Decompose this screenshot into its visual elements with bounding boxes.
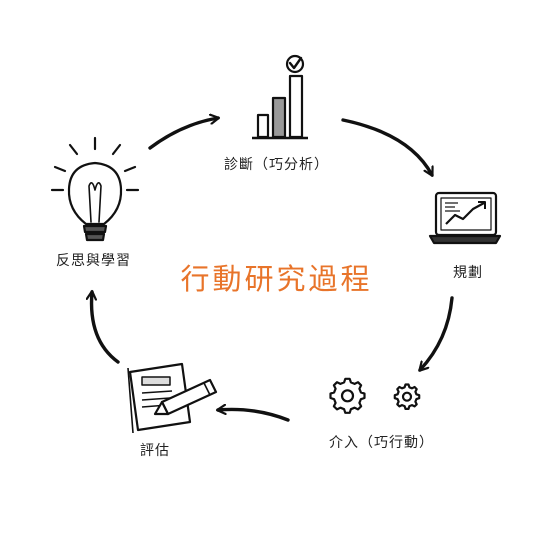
stage-label-intervention: 介入（巧行動） (329, 435, 434, 451)
stage-label-evaluation: 評估 (140, 443, 170, 459)
arrow-reflection-to-diagnosis (148, 118, 218, 150)
document-pencil-icon (127, 362, 218, 434)
lightbulb-icon (50, 136, 140, 242)
arrow-planning-to-intervention (420, 296, 454, 370)
stage-label-planning: 規劃 (453, 265, 483, 281)
stage-label-reflection: 反思與學習 (56, 253, 131, 269)
gears-icon (329, 377, 421, 414)
bar-chart-check-icon (252, 54, 308, 140)
stage-label-diagnosis: 診斷（巧分析） (224, 157, 329, 173)
laptop-chart-icon (428, 191, 502, 245)
arrow-intervention-to-evaluation (218, 409, 290, 422)
arrow-evaluation-to-reflection (92, 292, 120, 364)
diagram-title: 行動研究過程 (180, 262, 373, 296)
arrow-diagnosis-to-planning (341, 118, 434, 175)
